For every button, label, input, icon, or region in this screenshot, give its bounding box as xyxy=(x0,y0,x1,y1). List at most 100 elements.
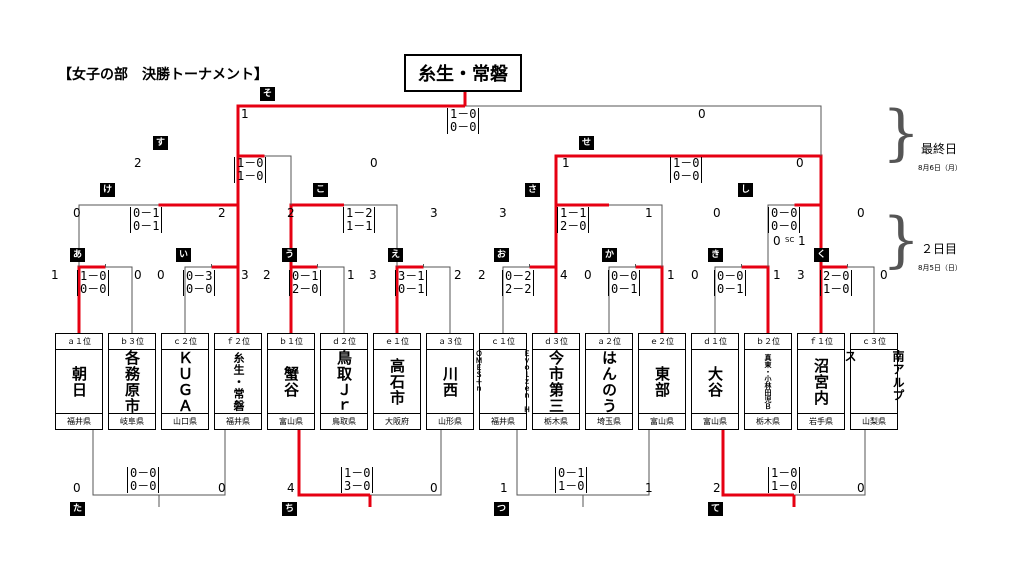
bracket-line xyxy=(344,204,398,267)
team-seed: ｃ１位 xyxy=(480,334,526,350)
match-score-left: 0 xyxy=(157,268,165,282)
team-prefecture: 富山県 xyxy=(268,413,314,429)
team-prefecture: 栃木県 xyxy=(533,413,579,429)
day-date-day2: 8月5日（日） xyxy=(918,264,962,272)
match-score-left: 3 xyxy=(797,268,805,282)
bracket-line xyxy=(714,266,742,333)
team-box: ｅ２位東部富山県 xyxy=(638,333,686,430)
team-name: 今市第三 xyxy=(547,350,565,414)
bracket-line xyxy=(721,430,794,497)
team-seed: ａ２位 xyxy=(586,334,632,350)
team-box: ａ２位はんのう埼玉県 xyxy=(585,333,633,430)
match-score-left: 0 xyxy=(691,268,699,282)
match-score-right: 0 xyxy=(370,156,378,170)
team-box: ｂ１位蟹谷富山県 xyxy=(267,333,315,430)
match-score-left: 1 xyxy=(241,107,249,121)
sc-mark: SC xyxy=(785,236,795,244)
day-brace-day2: } xyxy=(882,205,921,275)
match-label: え xyxy=(388,248,403,262)
match-score-right: 3 xyxy=(430,206,438,220)
match-score-left: 2 xyxy=(713,481,721,495)
team-seed: ｃ２位 xyxy=(162,334,208,350)
match-label: か xyxy=(602,248,617,262)
team-prefecture: 福井県 xyxy=(480,413,526,429)
match-score-right: 0 xyxy=(134,268,142,282)
team-name: 川西 xyxy=(441,366,459,398)
match-score-right: 2 xyxy=(454,268,462,282)
bracket-line xyxy=(105,266,133,333)
bracket-line xyxy=(516,430,583,496)
match-score-left: 0 xyxy=(713,206,721,220)
team-prefecture: 大阪府 xyxy=(374,413,420,429)
team-name: 朝日 xyxy=(70,366,88,398)
team-name: 東部 xyxy=(653,366,671,398)
bracket-line xyxy=(211,265,240,333)
team-seed: ｄ２位 xyxy=(321,334,367,350)
team-box: ｅ１位高石市大阪府 xyxy=(373,333,421,430)
sc-score-right: 1 xyxy=(798,234,806,248)
match-score-right: 0 xyxy=(218,481,226,495)
team-prefecture: 岩手県 xyxy=(798,413,844,429)
day-label-day2: ２日目 xyxy=(921,242,958,256)
day-brace-final: } xyxy=(882,98,921,168)
match-score-left: 1 xyxy=(500,481,508,495)
team-prefecture: 山形県 xyxy=(427,413,473,429)
bracket-line xyxy=(184,266,212,333)
bracket-line xyxy=(289,203,344,267)
team-prefecture: 富山県 xyxy=(692,413,738,429)
team-name: 蟹谷 xyxy=(282,366,300,398)
team-seed: ｅ２位 xyxy=(639,334,685,350)
match-score-right: 1 xyxy=(645,481,653,495)
team-prefecture: 岐阜県 xyxy=(109,413,155,429)
match-score-left: 3 xyxy=(499,206,507,220)
match-label: せ xyxy=(579,136,594,150)
bracket-line xyxy=(92,430,159,496)
match-score-left: 2 xyxy=(263,268,271,282)
bracket-line xyxy=(609,204,663,267)
team-seed: ｂ１位 xyxy=(268,334,314,350)
match-label: た xyxy=(70,502,85,516)
bracket-line xyxy=(423,266,451,333)
match-label: そ xyxy=(260,87,275,101)
team-seed: ｃ３位 xyxy=(851,334,897,350)
bracket-line xyxy=(794,430,866,496)
bracket-line xyxy=(158,203,240,267)
page-title: 【女子の部 決勝トーナメント】 xyxy=(58,67,268,83)
team-box: ｄ３位今市第三栃木県 xyxy=(532,333,580,430)
bracket-line xyxy=(465,105,822,156)
match-score-right: 0 xyxy=(430,481,438,495)
bracket-line xyxy=(847,266,875,333)
match-score-right: 0 xyxy=(880,268,888,282)
bracket-line xyxy=(502,266,530,333)
team-name: 高石市 xyxy=(388,358,406,406)
team-seed: ｆ１位 xyxy=(798,334,844,350)
match-label: し xyxy=(738,183,753,197)
team-seed: ｂ３位 xyxy=(109,334,155,350)
match-score-right: 1 xyxy=(347,268,355,282)
match-label: つ xyxy=(494,502,509,516)
match-score-right: 0 xyxy=(857,206,865,220)
team-prefecture: 山梨県 xyxy=(851,413,897,429)
day-date-final: 8月6日（月） xyxy=(918,164,962,172)
match-label: て xyxy=(708,502,723,516)
team-seed: ｄ１位 xyxy=(692,334,738,350)
match-score-left: 1 xyxy=(562,156,570,170)
team-box: ａ３位川西山形県 xyxy=(426,333,474,430)
match-label: こ xyxy=(313,183,328,197)
match-score-left: 2 xyxy=(478,268,486,282)
match-score-right: 4 xyxy=(560,268,568,282)
